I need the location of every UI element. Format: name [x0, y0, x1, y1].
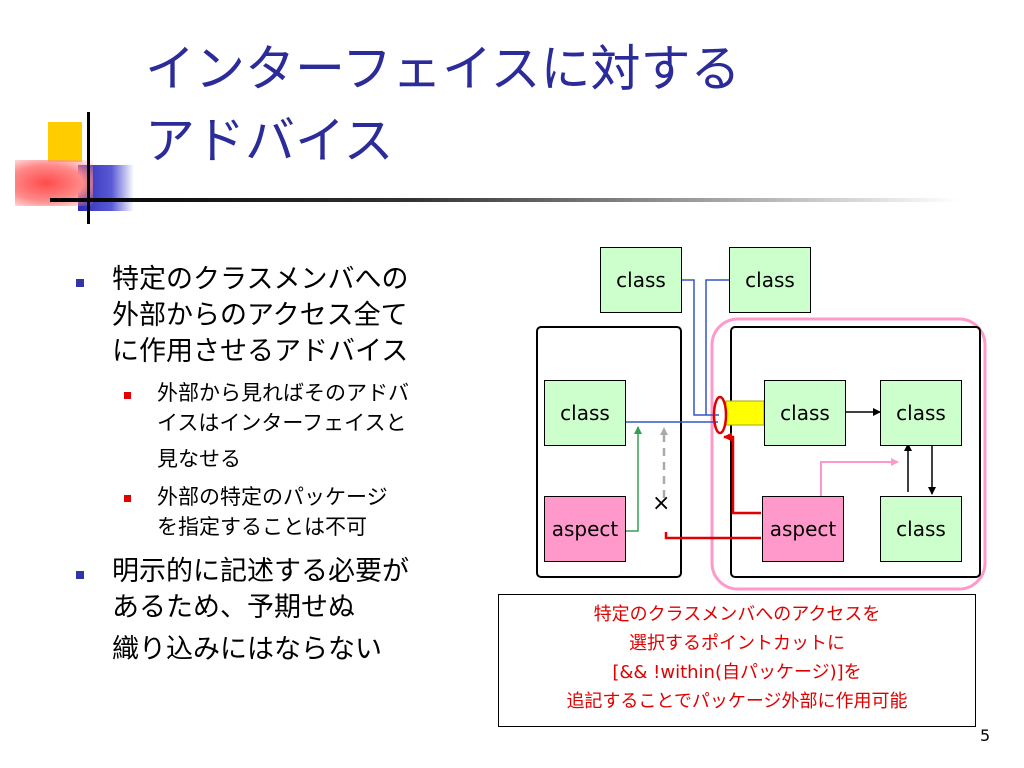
access-line — [705, 279, 729, 415]
blocked-cross-mark: × — [652, 491, 671, 516]
sub-bullet-1-line: 外部から見ればそのアドバ — [157, 381, 409, 405]
sub-bullet-2: 外部の特定のパッケージ を指定することは不可 — [157, 482, 388, 542]
bullet-1-line: に作用させるアドバイス — [112, 336, 409, 367]
sub-bullet-marker — [124, 495, 131, 502]
decor-vertical-line — [87, 112, 90, 224]
bullet-2: 明示的に記述する必要が あるため、予期せぬ 織り込みにはならない — [112, 554, 409, 668]
sub-bullet-2-line: 外部の特定のパッケージ — [157, 485, 388, 509]
sub-bullet-1-line: 見なせる — [157, 447, 241, 471]
note-box: 特定のクラスメンバへのアクセスを 選択するポイントカットに [&& !withi… — [498, 594, 976, 727]
class-box: class — [764, 380, 846, 446]
class-box: class — [880, 380, 962, 446]
class-box: class — [600, 247, 682, 313]
note-line: 選択するポイントカットに — [629, 633, 845, 654]
decor-yellow-square — [48, 122, 82, 162]
pointcut-marker — [712, 395, 728, 435]
bullet-marker — [76, 571, 84, 579]
advice-arrow — [820, 458, 899, 496]
bullet-1: 特定のクラスメンバへの 外部からのアクセス全て に作用させるアドバイス — [112, 262, 408, 370]
left-package-container — [536, 326, 682, 578]
right-package-container — [730, 326, 981, 578]
bullet-2-line: あるため、予期せぬ — [112, 592, 355, 623]
sub-bullet-1-line: イスはインターフェイスと — [157, 411, 407, 435]
note-line: [&& !within(自パッケージ)]を — [612, 662, 862, 683]
sub-bullet-1: 外部から見ればそのアドバ イスはインターフェイスと 見なせる — [157, 378, 409, 474]
class-box: class — [544, 380, 626, 446]
class-box: class — [880, 496, 962, 562]
bullet-2-line: 明示的に記述する必要が — [112, 556, 409, 587]
interface-block — [725, 400, 765, 426]
pointcut-advice-arrow — [664, 532, 761, 540]
pointcut-advice-arrow — [723, 432, 761, 515]
note-line: 特定のクラスメンバへのアクセスを — [593, 604, 881, 625]
page-number: 5 — [980, 726, 991, 745]
advice-arrow — [624, 426, 642, 532]
sub-bullet-2-line: を指定することは不可 — [157, 515, 367, 539]
bullet-2-line: 織り込みにはならない — [112, 634, 382, 665]
bullet-1-line: 外部からのアクセス全て — [112, 300, 408, 331]
class-box: class — [729, 247, 811, 313]
bullet-marker — [76, 279, 84, 287]
slide-title-line1: インターフェイスに対する — [145, 40, 741, 98]
highlight-package-outline — [710, 317, 987, 591]
sub-bullet-marker — [124, 392, 131, 399]
slide-title-line2: アドバイス — [145, 112, 394, 170]
aspect-box: aspect — [544, 496, 626, 562]
title-underline — [50, 198, 960, 202]
aspect-box: aspect — [762, 496, 844, 562]
bullet-1-line: 特定のクラスメンバへの — [112, 264, 409, 295]
note-line: 追記することでパッケージ外部に作用可能 — [566, 691, 908, 712]
